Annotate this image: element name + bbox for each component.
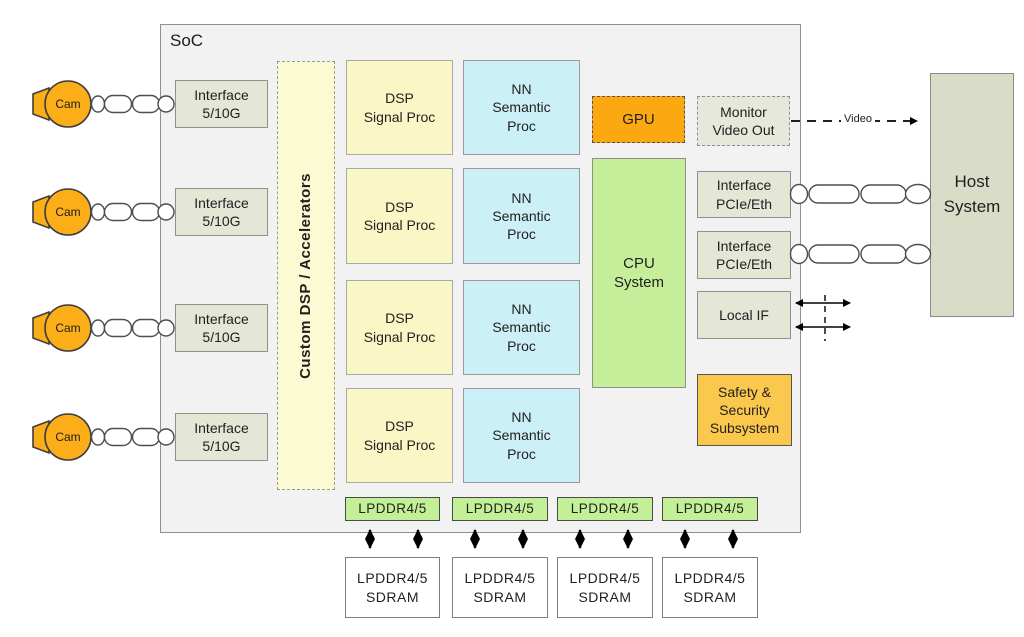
chain-link <box>860 184 907 204</box>
camera-lens-icon <box>32 419 50 455</box>
gpu-block: GPU <box>592 96 685 143</box>
dsp-signal-proc-1: DSP Signal Proc <box>346 60 453 155</box>
chain-link <box>103 94 133 114</box>
capture-interface-1: Interface 5/10G <box>175 80 268 128</box>
chain-link <box>103 318 133 338</box>
camera-label: Cam <box>55 321 80 335</box>
camera-3: Cam <box>32 304 92 352</box>
chain-link <box>131 202 161 222</box>
chain-link <box>90 203 106 221</box>
camera-lens-icon <box>32 194 50 230</box>
nn-semantic-proc-4: NN Semantic Proc <box>463 388 580 483</box>
chain-link <box>808 184 860 204</box>
dsp-signal-proc-4: DSP Signal Proc <box>346 388 453 483</box>
camera-label: Cam <box>55 430 80 444</box>
camera-label: Cam <box>55 205 80 219</box>
chain-link <box>860 244 907 264</box>
camera-lens-icon <box>32 86 50 122</box>
pcie-chain-2 <box>789 243 932 265</box>
sdram-1: LPDDR4/5 SDRAM <box>345 557 440 618</box>
lpddr-controller-3: LPDDR4/5 <box>557 497 653 521</box>
host-interface-pcie-eth-2: Interface PCIe/Eth <box>697 231 791 279</box>
nn-semantic-proc-3: NN Semantic Proc <box>463 280 580 375</box>
cpu-system: CPU System <box>592 158 686 388</box>
lpddr-controller-1: LPDDR4/5 <box>345 497 440 521</box>
lpddr-controller-2: LPDDR4/5 <box>452 497 548 521</box>
camera-body-icon <box>44 188 92 236</box>
chain-link <box>131 318 161 338</box>
camera-label: Cam <box>55 97 80 111</box>
dsp-signal-proc-2: DSP Signal Proc <box>346 168 453 264</box>
sdram-2: LPDDR4/5 SDRAM <box>452 557 548 618</box>
host-system: Host System <box>930 73 1014 317</box>
local-if-arrows <box>795 295 851 341</box>
chain-link <box>131 427 161 447</box>
nn-semantic-proc-1: NN Semantic Proc <box>463 60 580 155</box>
camera-1: Cam <box>32 80 92 128</box>
chain-link <box>904 183 932 205</box>
local-if: Local IF <box>697 291 791 339</box>
lpddr-controller-4: LPDDR4/5 <box>662 497 758 521</box>
capture-interface-3: Interface 5/10G <box>175 304 268 352</box>
chain-link <box>808 244 860 264</box>
pcie-chain-1 <box>789 183 932 205</box>
sdram-4: LPDDR4/5 SDRAM <box>662 557 758 618</box>
monitor-video-out: Monitor Video Out <box>697 96 790 146</box>
camera-2: Cam <box>32 188 92 236</box>
camera-body-icon <box>44 304 92 352</box>
chain-link <box>90 428 106 446</box>
nn-semantic-proc-2: NN Semantic Proc <box>463 168 580 264</box>
chain-link <box>90 319 106 337</box>
camera-4: Cam <box>32 413 92 461</box>
video-link-label: Video <box>841 112 875 126</box>
soc-title: SoC <box>170 31 204 50</box>
camera-body-icon <box>44 413 92 461</box>
safety-security-subsystem: Safety & Security Subsystem <box>697 374 792 446</box>
custom-dsp-accelerators: Custom DSP / Accelerators <box>277 61 335 490</box>
chain-link <box>103 427 133 447</box>
sdram-3: LPDDR4/5 SDRAM <box>557 557 653 618</box>
dsp-signal-proc-3: DSP Signal Proc <box>346 280 453 375</box>
chain-link <box>103 202 133 222</box>
chain-link <box>131 94 161 114</box>
host-interface-pcie-eth-1: Interface PCIe/Eth <box>697 171 791 218</box>
chain-link <box>90 95 106 113</box>
camera-body-icon <box>44 80 92 128</box>
capture-interface-4: Interface 5/10G <box>175 413 268 461</box>
custom-dsp-accelerators-label: Custom DSP / Accelerators <box>297 172 315 379</box>
capture-interface-2: Interface 5/10G <box>175 188 268 236</box>
camera-lens-icon <box>32 310 50 346</box>
chain-link <box>904 243 932 265</box>
